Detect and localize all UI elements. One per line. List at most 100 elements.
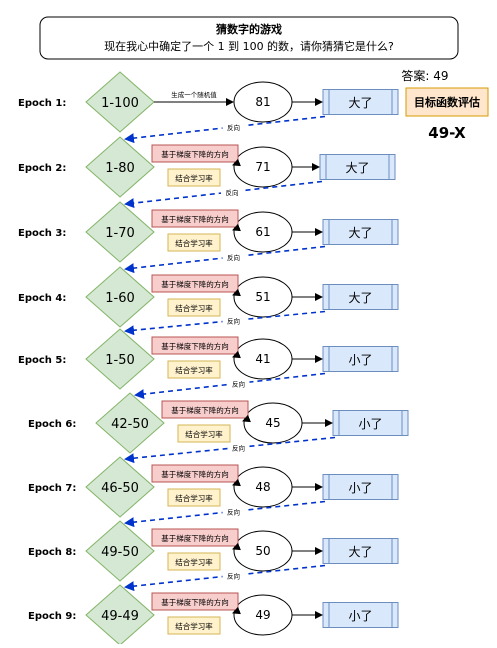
epoch-label: Epoch 4: [18,293,66,304]
feedback-label-bg [222,252,245,262]
range-diamond [85,201,155,263]
feedback-arrow [124,436,336,464]
gradient-box [161,400,249,419]
learning-rate-label: 结合学习率 [185,429,223,439]
feedback-label: 反向 [227,316,240,325]
learning-rate-box [167,233,221,252]
result-label: 大了 [348,545,372,559]
range-diamond [95,392,165,454]
epoch-label: Epoch 6: [28,419,76,430]
range-label: 1-70 [105,226,135,241]
result-box [332,410,409,436]
learning-rate-box [167,552,221,571]
feedback-label: 反向 [227,123,240,132]
epoch-label: Epoch 3: [18,228,66,239]
learning-rate-label: 结合学习率 [175,621,213,631]
range-label: 42-50 [111,417,149,432]
feedback-label: 反向 [226,188,239,197]
result-box [319,154,396,180]
result-label: 小了 [348,609,372,623]
result-box [322,89,399,115]
result-box [322,538,399,564]
gradient-to-guess-arrow [232,478,241,487]
range-diamond [85,328,155,390]
feedback-label: 反向 [227,253,240,262]
gradient-label: 基于梯度下降的方向 [161,341,229,351]
objective-box [405,87,489,117]
answer-label: 答案: 49 [401,68,448,83]
result-box [322,346,399,372]
range-label: 1-60 [105,291,135,306]
learning-rate-box [167,488,221,507]
gradient-label: 基于梯度下降的方向 [171,405,239,415]
range-label: 49-50 [101,545,139,560]
feedback-label-bg [227,443,250,453]
gradient-label: 基于梯度下降的方向 [161,533,229,543]
gradient-to-guess-arrow [232,542,241,551]
objective-label: 目标函数评估 [414,95,480,109]
gradient-label: 基于梯度下降的方向 [161,469,229,479]
guess-value: 49 [255,608,270,622]
result-label: 小了 [348,353,372,367]
epoch-label: Epoch 2: [18,163,66,174]
range-diamond [85,520,155,582]
epoch-label: Epoch 9: [28,611,76,622]
feedback-label-bg [227,379,250,389]
header-box [39,16,459,60]
feedback-label: 反向 [227,507,240,516]
gradient-label: 基于梯度下降的方向 [161,149,229,159]
result-label: 小了 [348,481,372,495]
step-label: 生成一个随机值 [171,90,217,99]
guess-value: 61 [255,225,270,239]
gradient-box [151,144,239,163]
feedback-label-bg [221,187,243,197]
gradient-to-guess-arrow [232,288,241,297]
learning-rate-label: 结合学习率 [175,493,213,503]
gradient-to-guess-arrow [232,158,241,167]
range-label: 1-50 [105,353,135,368]
feedback-label: 反向 [232,379,245,388]
result-label: 大了 [348,226,372,240]
learning-rate-label: 结合学习率 [175,303,213,313]
learning-rate-label: 结合学习率 [175,173,213,183]
range-label: 1-80 [105,161,135,176]
gradient-to-guess-arrow [232,350,241,359]
epoch-label: Epoch 7: [28,483,76,494]
gradient-box [151,592,239,611]
result-box [322,284,399,310]
guess-value: 71 [255,160,270,174]
feedback-label: 反向 [232,443,245,452]
guess-value: 50 [255,544,270,558]
result-label: 小了 [358,417,382,431]
range-diamond [85,584,155,646]
result-label: 大了 [348,291,372,305]
gradient-box [151,464,239,483]
gradient-box [151,274,239,293]
guess-value: 45 [265,416,280,430]
result-box [322,474,399,500]
gradient-to-guess-arrow [232,223,241,232]
gradient-label: 基于梯度下降的方向 [161,214,229,224]
gradient-box [151,528,239,547]
gradient-label: 基于梯度下降的方向 [161,597,229,607]
range-diamond [85,456,155,518]
range-label: 1-100 [101,96,139,111]
feedback-label-bg [222,122,245,132]
gradient-box [151,209,239,228]
result-label: 大了 [348,96,372,110]
range-label: 49-49 [101,609,139,624]
feedback-label-bg [222,316,245,326]
learning-rate-label: 结合学习率 [175,365,213,375]
result-box [322,219,399,245]
result-box [322,602,399,628]
range-diamond [85,136,155,198]
